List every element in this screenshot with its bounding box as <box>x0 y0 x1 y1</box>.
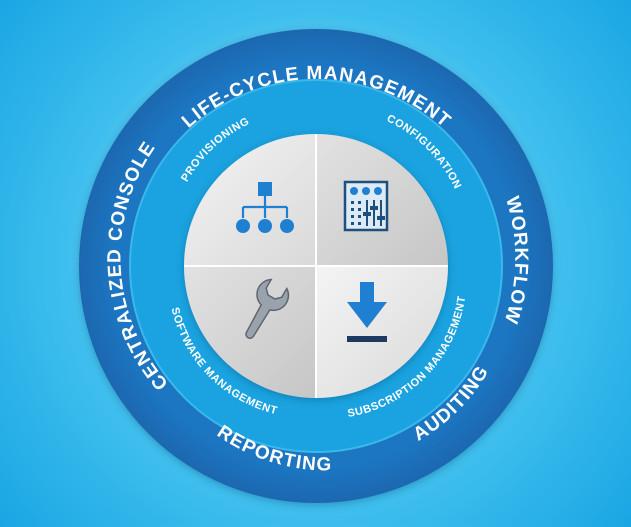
quadrant-top-left <box>184 134 316 266</box>
inner-ring-edge <box>129 79 503 453</box>
wrench-icon <box>245 278 290 339</box>
quadrant-bottom-right <box>316 266 448 398</box>
hierarchy-icon <box>236 182 294 233</box>
control-panel-icon <box>343 180 389 232</box>
download-icon <box>347 282 387 342</box>
